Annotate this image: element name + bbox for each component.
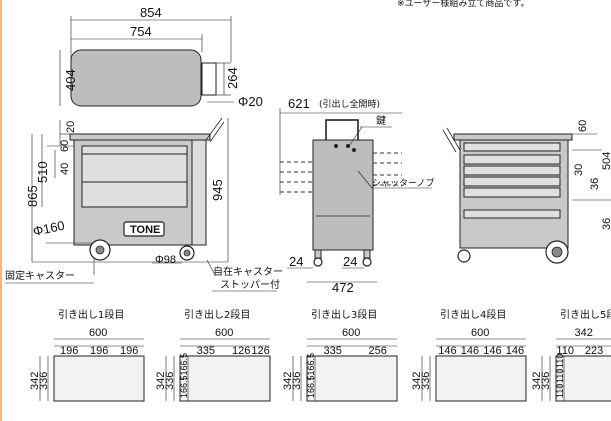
drawer-title: 引き出し4段目	[440, 308, 506, 321]
drawer-title: 引き出し1段目	[58, 308, 124, 321]
front-view: TONE 20 60 40 510 865 945 Φ160 Φ98 固定キャス…	[5, 117, 283, 292]
side-open-depth: 621	[288, 96, 310, 111]
top-depth-overall: 404	[63, 69, 78, 91]
front-caster-dia-left: Φ160	[32, 218, 66, 239]
right-dim-36b: 36	[601, 218, 611, 230]
drawer-box	[555, 355, 611, 402]
front-height-handle: 945	[210, 179, 225, 201]
drawer-col-width: 196	[60, 345, 78, 357]
drawer-col-width: 146	[483, 345, 501, 357]
drawer-row-height: 110	[555, 354, 565, 368]
key-label: 鍵	[376, 114, 386, 127]
drawer-height-inner: 336	[164, 372, 176, 390]
drawer-col-width: 110	[556, 345, 574, 357]
drawer-height-inner: 336	[540, 372, 552, 390]
drawer-width: 600	[215, 327, 233, 339]
top-width-body: 754	[130, 24, 152, 39]
front-top-plate	[69, 133, 211, 141]
swivel-caster-label-2: ストッパー付	[220, 278, 280, 291]
drawer-title: 引き出し2段目	[184, 308, 250, 321]
front-caster-dia-right: Φ98	[155, 254, 176, 266]
drawer-col-width: 146	[461, 345, 479, 357]
drawer-width: 600	[89, 327, 107, 339]
drawer-box	[306, 355, 398, 402]
top-handle	[201, 62, 217, 96]
side-dim-24-right: 24	[343, 254, 357, 269]
drawer-col-width: 335	[197, 345, 215, 357]
drawer-col-width: 256	[369, 345, 387, 357]
drawer-col-width: 126	[251, 345, 269, 357]
drawer-col-width: 335	[324, 345, 342, 357]
drawer-row-height: 110	[555, 369, 565, 383]
top-view: 854 754 404 264 Φ20	[59, 5, 263, 109]
brand-plate	[123, 221, 165, 237]
right-dim-36: 36	[589, 178, 601, 190]
swivel-caster-label-1: 自在キャスター	[213, 265, 283, 278]
drawer-col-width: 196	[120, 345, 138, 357]
brand-label: TONE	[130, 224, 160, 236]
drawer-width: 600	[471, 327, 489, 339]
top-depth-handle: 264	[225, 67, 240, 89]
drawer-row-height: 166.5	[179, 353, 189, 376]
drawer-box	[435, 355, 527, 402]
drawer-row-height: 110	[555, 384, 565, 398]
drawer-height-inner: 336	[420, 372, 432, 390]
shutter-knob-label: シャッターノブ	[372, 177, 434, 189]
drawer-width: 342	[575, 327, 593, 339]
drawer-height-outer: 342	[282, 372, 294, 390]
drawer-col-width: 223	[585, 345, 603, 357]
drawer-title: 引き出し5段目	[560, 308, 611, 321]
drawer-height-outer: 342	[411, 372, 423, 390]
front-height-total: 865	[25, 185, 40, 207]
drawer-row-height: 166.5	[306, 375, 316, 398]
drawer-row-height: 166.5	[179, 375, 189, 398]
side-body	[312, 139, 374, 251]
right-dim-30: 30	[573, 164, 585, 176]
drawer-col-width: 146	[506, 345, 524, 357]
front-height-body: 510	[35, 161, 50, 183]
side-view: 621 (引出し全開時) 鍵 シャッターノブ 24 24 472	[279, 96, 434, 295]
side-depth: 472	[332, 280, 354, 295]
drawer-height-outer: 342	[29, 372, 41, 390]
drawer-col-width: 146	[438, 345, 456, 357]
right-dim-504: 504	[601, 152, 611, 170]
drawer-height-inner: 336	[38, 372, 50, 390]
drawer-box	[179, 355, 271, 402]
drawer-height-inner: 336	[291, 372, 303, 390]
front-dim-20: 20	[65, 121, 77, 133]
right-view: 60 30 36 504 36	[442, 120, 611, 264]
fixed-caster-label: 固定キャスター	[5, 269, 75, 282]
right-dim-60: 60	[577, 120, 589, 132]
drawer-width: 600	[342, 327, 360, 339]
drawer-row-height: 166.5	[306, 353, 316, 376]
side-dim-24-left: 24	[289, 254, 303, 269]
drawer-height-outer: 342	[531, 372, 543, 390]
front-dim-40: 40	[59, 163, 71, 175]
side-open-depth-note: (引出し全開時)	[319, 98, 380, 110]
front-dim-60: 60	[59, 140, 71, 152]
top-note: ※ユーザー様組み立て商品です。	[397, 0, 529, 9]
drawer-col-width: 196	[90, 345, 108, 357]
drawer-title: 引き出し3段目	[311, 308, 377, 321]
top-handle-diameter: Φ20	[238, 94, 263, 109]
top-body	[70, 49, 202, 107]
drawer-box	[53, 355, 145, 402]
drawer-col-width: 126	[232, 345, 250, 357]
top-width-overall: 854	[140, 5, 162, 20]
drawer-height-outer: 342	[155, 372, 167, 390]
